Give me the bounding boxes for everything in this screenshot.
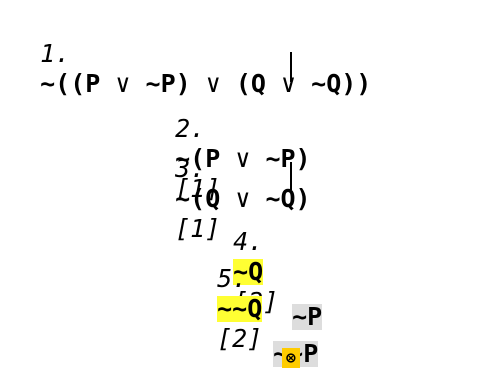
tree-connector [290,52,292,82]
tree-line-1: 1. ~((P ∨ ~P) ∨ (Q ∨ ~Q)) [10,9,371,99]
closed-branch-icon: ⊗ [282,348,300,368]
tree-line-7: ~~P [243,309,319,369]
formula-highlight: ~Q [233,257,264,286]
tree-line-5: 5. ~~Q [2] [187,234,263,354]
line-number: 1. [40,39,71,68]
tree-line-3: 3. ~(Q ∨ ~Q) [1] [145,124,311,244]
line-number: 5. [217,264,248,293]
tree-connector [290,162,292,190]
tree-line-6: ~P [262,272,323,332]
formula: ~(Q ∨ ~Q) [175,184,311,213]
justification: [2] [217,324,263,353]
tree-line-2: 2. ~(P ∨ ~P) [1] [145,84,311,204]
line-number: 2. [175,114,206,143]
justification: [1] [175,214,221,243]
formula-highlight: ~~Q [217,294,263,323]
formula: ~(P ∨ ~P) [175,144,311,173]
line-number: 3. [175,154,206,183]
formula: ~((P ∨ ~P) ∨ (Q ∨ ~Q)) [40,69,372,98]
formula-highlight: ~P [292,302,323,331]
line-number: 4. [233,227,264,256]
justification: [1] [175,174,221,203]
